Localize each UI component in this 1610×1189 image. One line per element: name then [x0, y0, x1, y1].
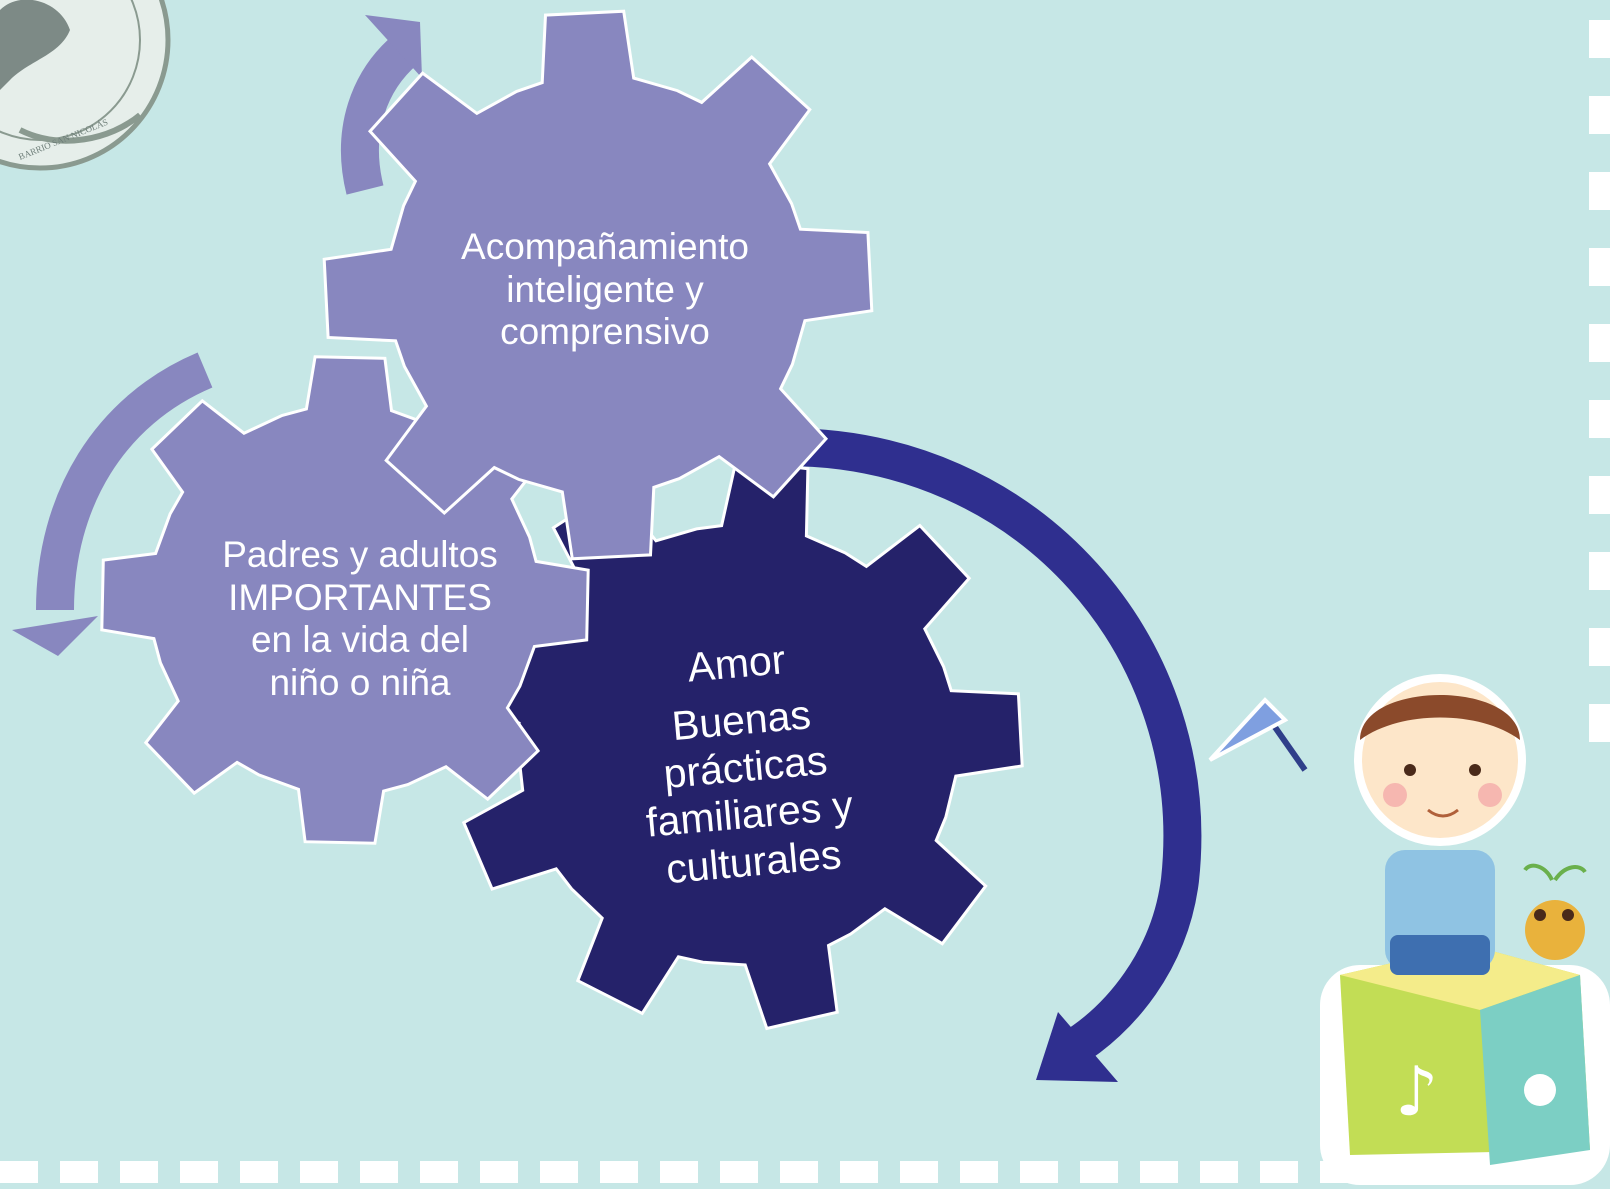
gear-left-line-3: en la vida del: [250, 619, 470, 661]
bottom-dashed-border: [0, 1161, 1418, 1183]
gear-top-line-2: inteligente y: [506, 268, 704, 310]
svg-text:♪: ♪: [1395, 1053, 1438, 1132]
arrow-left-curve: [36, 352, 213, 611]
arrow-top-head: [365, 15, 422, 78]
gear-top-line-3: comprensivo: [500, 311, 710, 353]
arrow-right-curve: [781, 427, 1202, 1067]
gear-left-line-2: IMPORTANTES: [228, 576, 492, 618]
gear-top-label: Acompañamiento inteligente y comprensivo: [420, 226, 790, 354]
right-dashed-border: [1589, 20, 1610, 742]
arrow-left-head: [12, 616, 98, 656]
gear-left-label: Padres y adultos IMPORTANTES en la vida …: [175, 534, 545, 704]
child-with-net-icon: ♪: [1208, 674, 1610, 1185]
arrow-top-curve: [340, 35, 418, 195]
gear-left-line-1: Padres y adultos: [222, 534, 498, 575]
gear-top-line-1: Acompañamiento: [461, 226, 749, 267]
gear-right-label: Amor Buenas prácticas familiares y cultu…: [570, 626, 920, 900]
gear-left-line-4: niño o niña: [269, 661, 451, 703]
school-seal-logo: BARRIO SAN NICOLÁS: [0, 0, 171, 171]
arrow-right-head: [1036, 1012, 1118, 1082]
gear-light-top: [322, 9, 874, 561]
